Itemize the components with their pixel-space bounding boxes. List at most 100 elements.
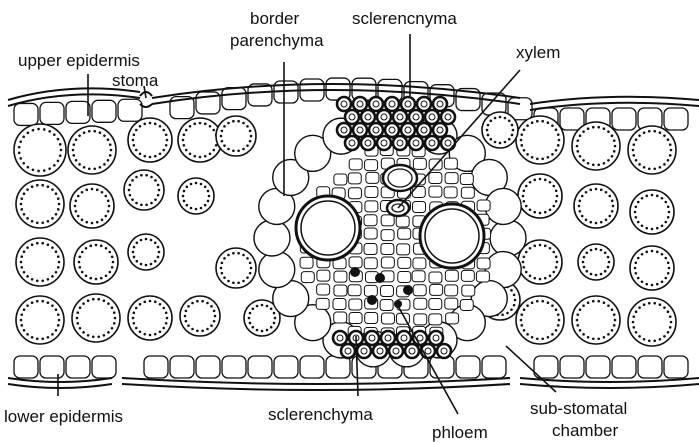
chloroplast [645, 251, 648, 254]
chloroplast [273, 312, 276, 315]
mesophyll-cell [630, 190, 674, 234]
epidermis-cell [456, 356, 480, 378]
chloroplast [653, 340, 656, 343]
chloroplast [101, 191, 104, 194]
chloroplast [31, 336, 34, 339]
mesophyll-cell [14, 124, 66, 176]
chloroplast [187, 305, 190, 308]
chloroplast [31, 301, 34, 304]
chloroplast [651, 284, 654, 287]
chloroplast [511, 134, 514, 137]
chloroplast [632, 321, 635, 324]
chloroplast [529, 208, 532, 211]
chloroplast [26, 217, 29, 220]
bundle-cell [413, 285, 426, 296]
chloroplast [242, 122, 245, 125]
chloroplast [526, 333, 529, 336]
chloroplast [590, 249, 593, 252]
chloroplast [653, 168, 656, 171]
chloroplast [88, 168, 91, 171]
chloroplast [133, 246, 136, 249]
chloroplast [204, 186, 207, 189]
chloroplast [87, 299, 90, 302]
sclerenchyma-top-cluster [337, 97, 455, 150]
chloroplast [555, 128, 558, 131]
chloroplast [114, 317, 117, 320]
chloroplast [31, 220, 34, 223]
chloroplast [220, 135, 223, 138]
chloroplast [611, 155, 614, 158]
bundle-cell [412, 186, 425, 197]
chloroplast [107, 138, 110, 141]
chloroplast [506, 312, 509, 315]
chloroplast [104, 215, 107, 218]
chloroplast [36, 242, 39, 245]
epidermis-cell [586, 356, 610, 378]
chloroplast [667, 205, 670, 208]
chloroplast [26, 246, 29, 249]
chloroplast [249, 322, 252, 325]
chloroplast [204, 123, 207, 126]
chloroplast [133, 311, 136, 314]
chloroplast [555, 266, 558, 269]
chloroplast [113, 311, 116, 314]
chloroplast [635, 272, 638, 275]
chloroplast [149, 300, 152, 303]
chloroplast [23, 250, 26, 253]
chloroplast [159, 330, 162, 333]
chloroplast [651, 250, 654, 253]
chloroplast [523, 266, 526, 269]
chloroplast [223, 257, 226, 260]
sclerenchyma-lumen [425, 348, 431, 354]
chloroplast [96, 221, 99, 224]
mesophyll-cell [630, 246, 674, 290]
sclerenchyma-lumen [405, 101, 411, 107]
sclerenchyma-lumen [365, 140, 371, 146]
chloroplast [579, 308, 582, 311]
chloroplast [600, 273, 603, 276]
epidermis-cell [222, 356, 246, 378]
chloroplast [223, 276, 226, 279]
chloroplast [82, 331, 85, 334]
chloroplast [510, 308, 513, 311]
chloroplast [87, 334, 90, 337]
bundle-cell [365, 312, 378, 323]
chloroplast [595, 274, 598, 277]
chloroplast [47, 243, 50, 246]
chloroplast [165, 322, 168, 325]
chloroplast [58, 319, 61, 322]
chloroplast [93, 130, 96, 133]
mesophyll-cell [178, 118, 222, 162]
chloroplast [607, 266, 610, 269]
chloroplast [637, 201, 640, 204]
label-border-parenchyma-2: parenchyma [230, 31, 324, 50]
chloroplast [157, 256, 160, 259]
chloroplast [79, 306, 82, 309]
chloroplast [196, 329, 199, 332]
chloroplast [270, 326, 273, 329]
sclerenchyma-lumen [409, 348, 415, 354]
chloroplast [79, 266, 82, 269]
epidermis-cell [664, 356, 688, 378]
chloroplast [242, 148, 245, 151]
chloroplast [53, 164, 56, 167]
chloroplast [539, 278, 542, 281]
chloroplast [246, 257, 249, 260]
bundle-cell [462, 285, 475, 296]
sclerenchyma-lumen [345, 348, 351, 354]
chloroplast [59, 143, 62, 146]
epidermis-cell [40, 356, 64, 378]
chloroplast [667, 272, 670, 275]
chloroplast [108, 251, 111, 254]
chloroplast [32, 168, 35, 171]
chloroplast [182, 195, 185, 198]
chloroplast [20, 197, 23, 200]
chloroplast [611, 134, 614, 137]
chloroplast [74, 205, 77, 208]
chloroplast [201, 329, 204, 332]
chloroplast [189, 152, 192, 155]
epidermis-cell [14, 103, 38, 125]
chloroplast [47, 301, 50, 304]
chloroplast [154, 155, 157, 158]
sclerenchyma-lumen [437, 127, 443, 133]
